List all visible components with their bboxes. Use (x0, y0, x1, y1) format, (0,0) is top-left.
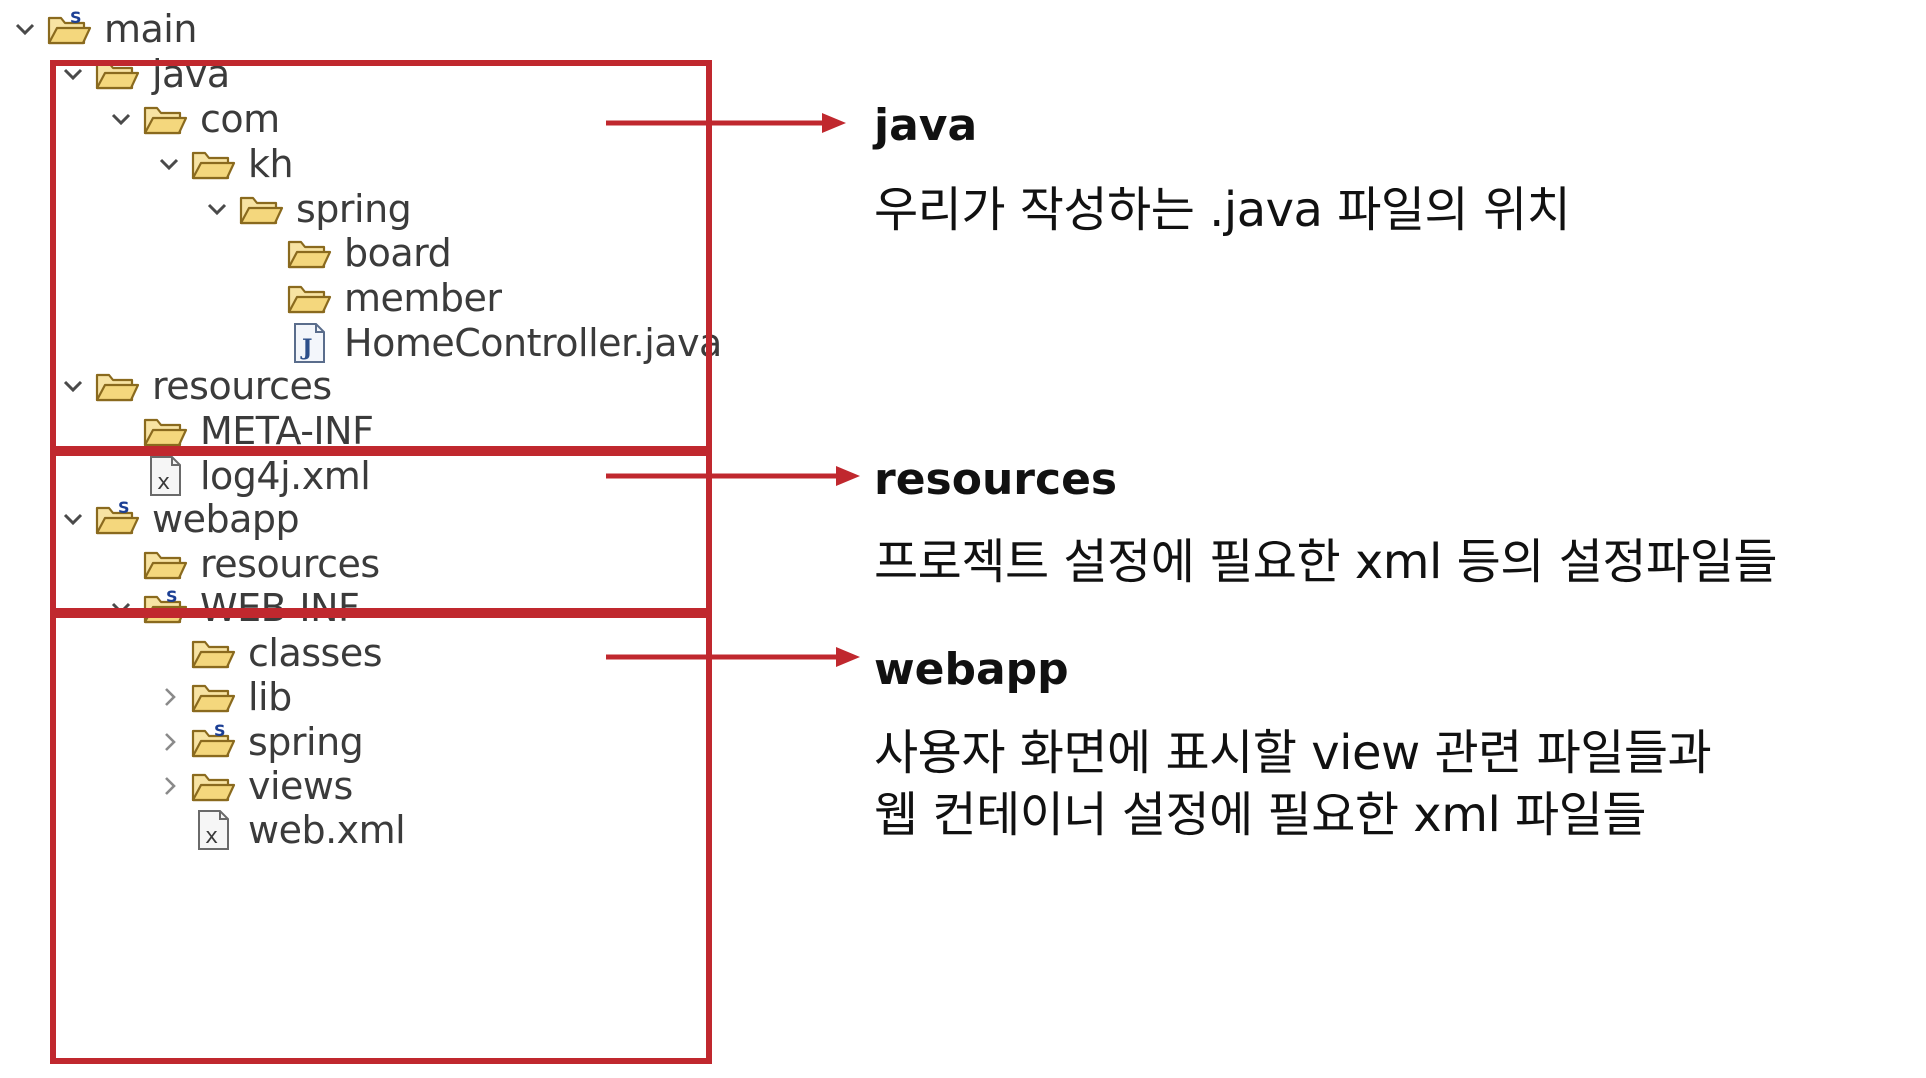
tree-node-webapp[interactable]: S webapp (54, 492, 300, 546)
tree-node-log4j-xml[interactable]: x log4j.xml (142, 449, 371, 503)
svg-text:S: S (118, 499, 130, 517)
tree-node-lib[interactable]: lib (150, 670, 292, 724)
tree-node-label: kh (248, 142, 294, 186)
arrow-resources (606, 466, 860, 486)
tree-node-label: HomeController.java (344, 321, 722, 365)
tree-node-main[interactable]: S main (6, 2, 197, 56)
highlight-box-webapp (50, 612, 712, 1064)
tree-node-classes[interactable]: classes (190, 626, 383, 680)
svg-text:S: S (70, 9, 82, 27)
tree-node-meta-inf[interactable]: META-INF (142, 404, 374, 458)
tree-node-member[interactable]: member (286, 271, 502, 325)
tree-node-label: board (344, 231, 452, 275)
chevron-down-icon[interactable] (6, 2, 44, 56)
arrow-webapp (606, 647, 860, 667)
xml-file-icon: x (142, 449, 188, 503)
arrow-java (606, 113, 846, 133)
tree-node-label: com (200, 97, 280, 141)
tree-node-board[interactable]: board (286, 226, 452, 280)
tree-node-label: lib (248, 675, 292, 719)
java-file-icon: J (286, 316, 332, 370)
tree-node-label: resources (152, 364, 332, 408)
tree-node-label: member (344, 276, 502, 320)
tree-node-label: log4j.xml (200, 454, 371, 498)
tree-node-label: spring (248, 720, 364, 764)
tree-node-com[interactable]: com (102, 92, 280, 146)
svg-text:x: x (157, 470, 170, 495)
source-folder-icon: S (190, 715, 236, 769)
tree-node-label: main (104, 7, 197, 51)
note-title-resources: resources (874, 454, 1118, 505)
svg-text:S: S (214, 722, 226, 740)
tree-node-label: views (248, 764, 353, 808)
tree-node-label: META-INF (200, 409, 374, 453)
source-folder-icon: S (94, 492, 140, 546)
note-line-resources-1: 프로젝트 설정에 필요한 xml 등의 설정파일들 (874, 534, 1778, 590)
source-folder-icon: S (142, 581, 188, 635)
svg-text:x: x (205, 824, 218, 849)
note-line-webapp-2: 웹 컨테이너 설정에 필요한 xml 파일들 (874, 787, 1647, 843)
tree-node-webapp-resources[interactable]: resources (142, 537, 380, 591)
tree-node-homecontroller[interactable]: J HomeController.java (286, 316, 722, 370)
tree-node-label: resources (200, 542, 380, 586)
tree-node-spring[interactable]: spring (198, 182, 412, 236)
tree-node-java[interactable]: java (54, 47, 230, 101)
note-line-webapp-1: 사용자 화면에 표시할 view 관련 파일들과 (874, 725, 1712, 781)
tree-node-label: webapp (152, 497, 300, 541)
svg-text:J: J (300, 335, 312, 361)
xml-file-icon: x (190, 803, 236, 857)
highlight-box-resources (50, 450, 712, 614)
tree-node-web-inf-spring[interactable]: S spring (150, 715, 364, 769)
note-title-java: java (874, 100, 978, 151)
tree-node-web-xml[interactable]: x web.xml (190, 803, 406, 857)
tree-node-label: spring (296, 187, 412, 231)
tree-node-views[interactable]: views (150, 759, 353, 813)
tree-node-resources[interactable]: resources (54, 359, 332, 413)
note-title-webapp: webapp (874, 644, 1069, 695)
tree-node-kh[interactable]: kh (150, 137, 294, 191)
source-folder-icon: S (46, 2, 92, 56)
highlight-box-java (50, 60, 712, 452)
tree-node-label: java (152, 52, 230, 96)
tree-node-label: classes (248, 631, 383, 675)
note-line-java-1: 우리가 작성하는 .java 파일의 위치 (874, 182, 1571, 238)
tree-node-label: web.xml (248, 808, 406, 852)
svg-text:S: S (166, 588, 178, 606)
